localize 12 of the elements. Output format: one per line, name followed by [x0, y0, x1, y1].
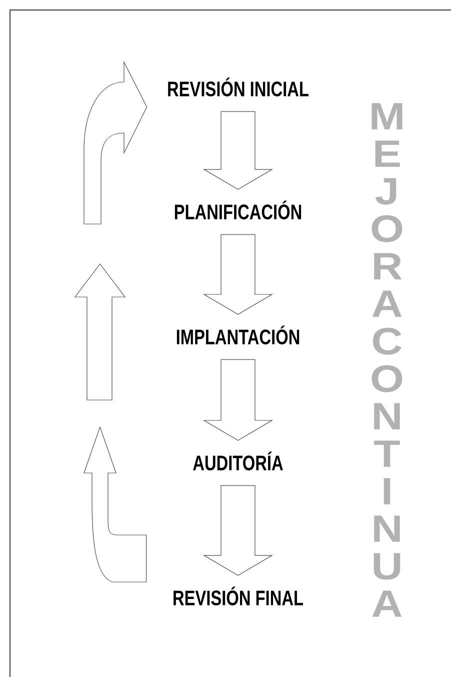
block-arrow	[202, 111, 274, 190]
block-arrow	[202, 485, 274, 576]
block-arrow	[84, 62, 148, 224]
vertical-title: MEJORA CONTINUA	[372, 103, 402, 617]
step-title: IMPLANTACIÓN	[176, 326, 300, 344]
step-title: REVISIÓN INICIAL	[168, 78, 308, 96]
block-arrow	[84, 426, 147, 582]
block-arrow	[202, 234, 274, 315]
step-title: REVISIÓN FINAL	[174, 586, 303, 606]
step-title: PLANIFICACIÓN	[174, 200, 302, 220]
step-title: AUDITORÍA	[193, 452, 283, 470]
block-arrow	[202, 359, 274, 441]
